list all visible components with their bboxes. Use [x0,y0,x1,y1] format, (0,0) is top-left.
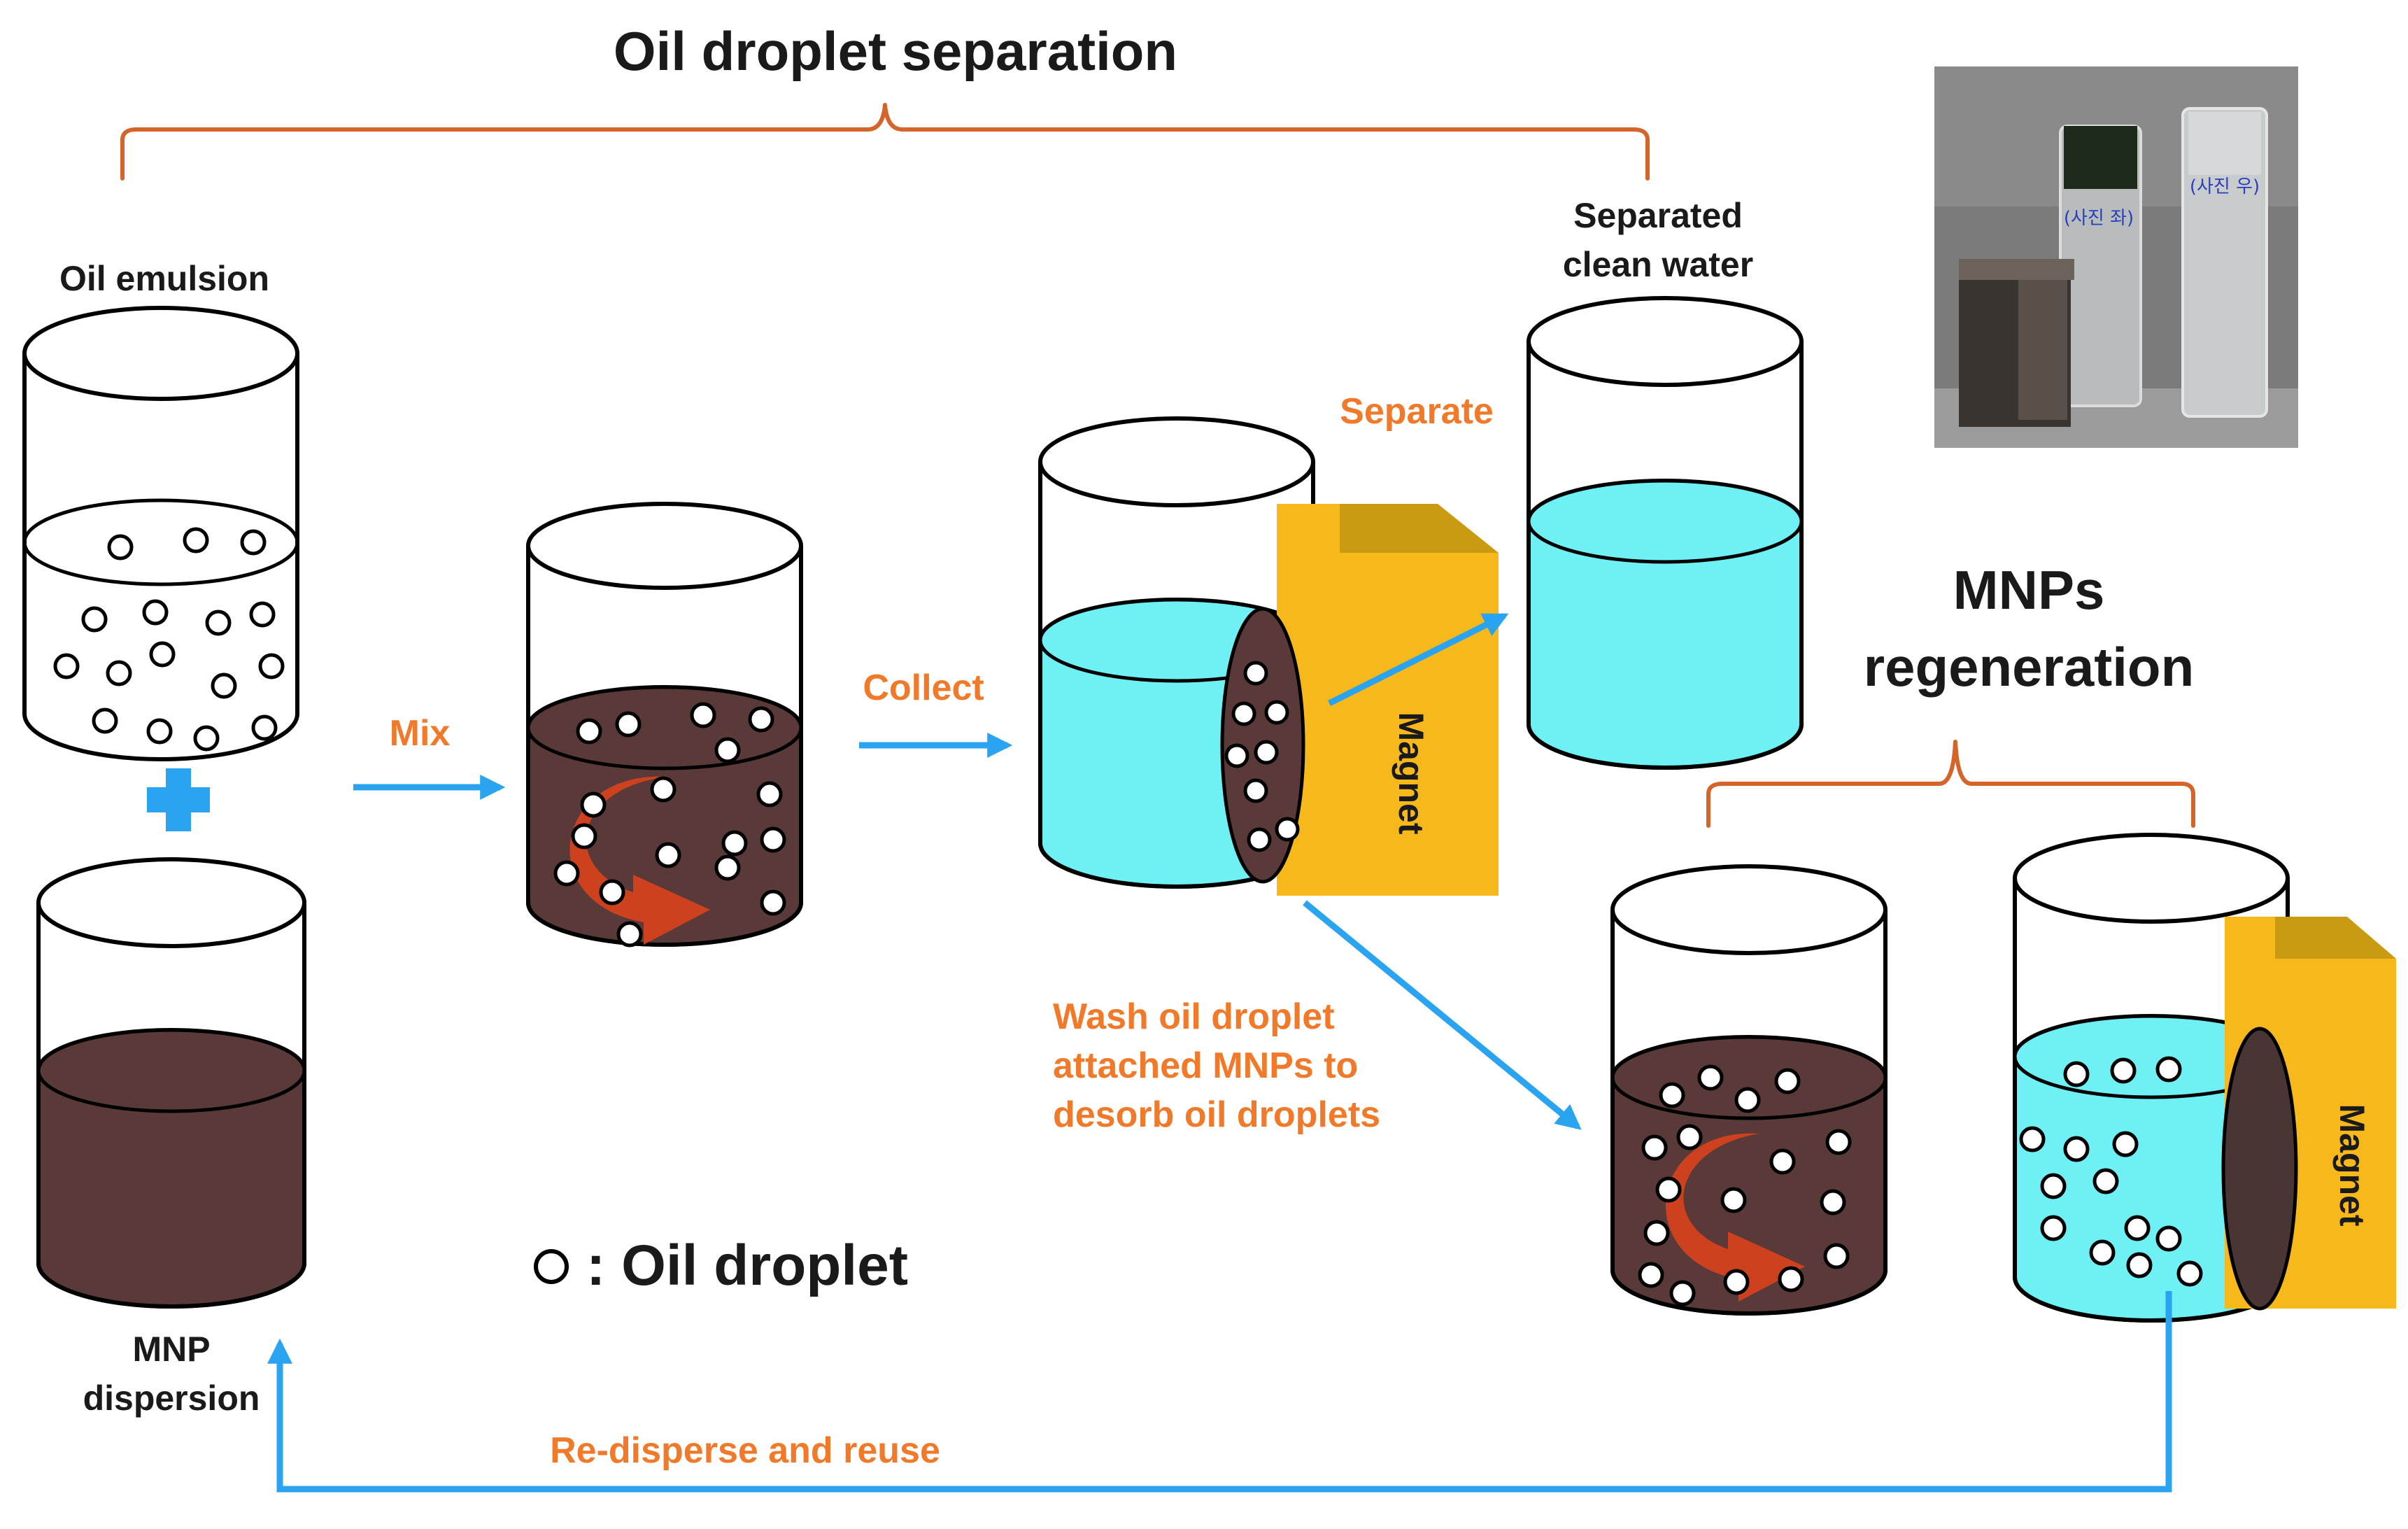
mnp-dispersion-label-line1: MNP [132,1330,210,1369]
mnps-regeneration-line2: regeneration [1864,636,2194,698]
oil-emulsion-label: Oil emulsion [59,259,269,298]
oil-droplets-wash [1638,1064,1852,1306]
plus-icon [147,768,210,831]
magnet-label-2: Magnet [2332,1104,2372,1227]
redisperse-arrow [267,1291,2172,1493]
beaker-regeneration-magnet: Magnet [2013,833,2396,1323]
wash-label-line1: Wash oil droplet [1053,996,1335,1037]
separate-label: Separate [1340,391,1494,432]
beaker-collect-magnet: Magnet [1038,416,1499,896]
wash-label-line2: attached MNPs to [1053,1045,1358,1086]
wash-arrow [1303,900,1582,1130]
beaker-wash [1610,864,1888,1316]
legend-oil-droplet: : Oil droplet [534,1234,908,1297]
collect-label: Collect [863,668,984,708]
beaker-mnp-dispersion [36,857,306,1309]
separate-arrow [1327,612,1509,707]
separated-label-line2: clean water [1563,245,1753,284]
title-oil-droplet-separation: Oil droplet separation [614,20,1177,82]
redisperse-label: Re-disperse and reuse [550,1430,940,1471]
legend-oil-droplet-text: : Oil droplet [586,1234,908,1297]
beaker-clean-water [1527,296,1804,770]
oil-droplets-released [2019,1056,2203,1287]
stir-arrow-icon-2 [1665,1133,1805,1302]
mix-label: Mix [390,713,451,754]
mnp-dispersion-label-line2: dispersion [83,1379,260,1418]
oil-droplets-mixing [553,702,786,947]
regeneration-brace [1706,740,2195,828]
beaker-oil-emulsion [22,306,299,761]
beaker-mixing [526,502,803,947]
magnet-block-1: Magnet [1277,504,1499,896]
photo-inset: (사진 좌) (사진 우) [1934,66,2298,448]
mnps-regeneration-line1: MNPs [1953,559,2105,621]
oil-droplets-emulsion [53,527,285,752]
photo-vial-label-right: (사진 우) [2190,176,2260,197]
wash-label-line3: desorb oil droplets [1053,1094,1380,1135]
separation-brace [120,103,1650,181]
magnet-label-1: Magnet [1391,712,1431,835]
oil-droplets-attached-1 [1224,661,1300,852]
separated-label-line1: Separated [1573,196,1743,235]
photo-vial-label-left: (사진 좌) [2064,208,2134,229]
mnp-cluster-2 [2221,1027,2298,1311]
